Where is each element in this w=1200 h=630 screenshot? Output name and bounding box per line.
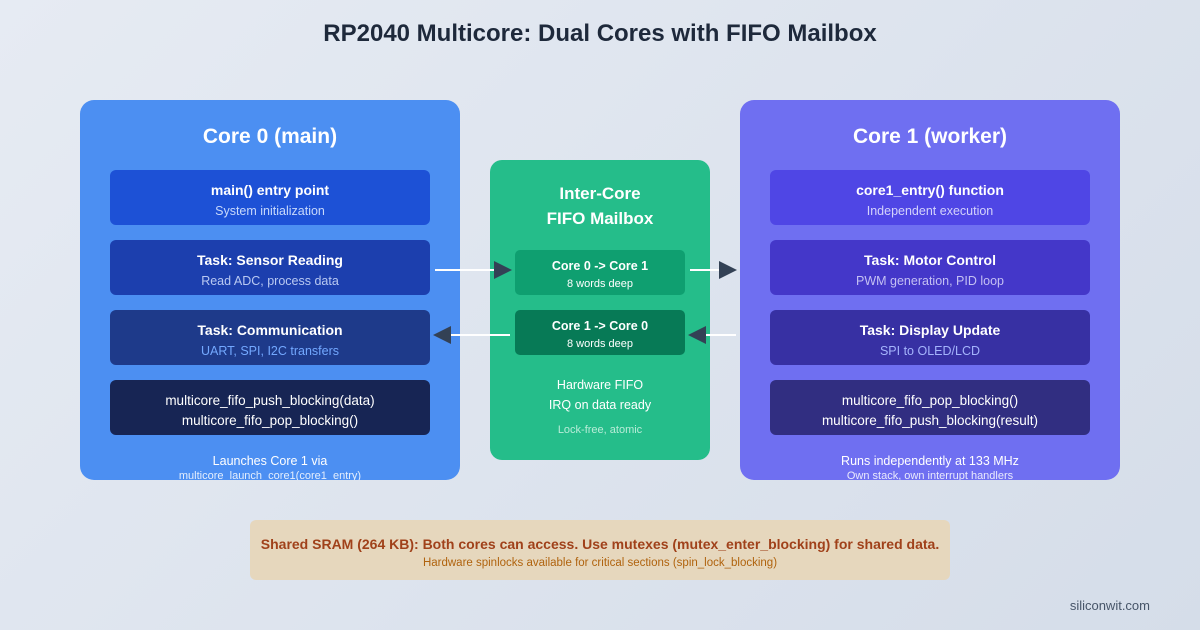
fifo-note: Hardware FIFO xyxy=(556,378,644,392)
fifo-title-line: FIFO Mailbox xyxy=(546,209,654,228)
code-line: multicore_fifo_push_blocking(data) xyxy=(165,393,375,408)
card-title: core1_entry() function xyxy=(856,182,1004,198)
core0-panel: Core 0 (main) main() entry point System … xyxy=(80,100,460,480)
core1-display-task-card: Task: Display Update SPI to OLED/LCD xyxy=(770,310,1090,365)
fifo-queue-core1-to-core0: Core 1 -> Core 0 8 words deep xyxy=(515,310,685,355)
shared-sram-banner: Shared SRAM (264 KB): Both cores can acc… xyxy=(250,520,950,580)
core1-panel: Core 1 (worker) core1_entry() function I… xyxy=(740,100,1120,480)
card-title: Task: Display Update xyxy=(859,322,1001,338)
shared-sram-subtitle: Hardware spinlocks available for critica… xyxy=(422,557,778,569)
core0-main-entry-card: main() entry point System initialization xyxy=(110,170,430,225)
queue-title: Core 1 -> Core 0 xyxy=(551,319,649,333)
core1-title: Core 1 (worker) xyxy=(852,125,1008,148)
core0-fifo-code-card: multicore_fifo_push_blocking(data) multi… xyxy=(110,380,430,435)
arrow-core0-to-fifo xyxy=(435,261,512,279)
core1-motor-task-card: Task: Motor Control PWM generation, PID … xyxy=(770,240,1090,295)
core0-title: Core 0 (main) xyxy=(202,125,338,148)
card-title: Task: Communication xyxy=(197,322,343,338)
page-title: RP2040 Multicore: Dual Cores with FIFO M… xyxy=(323,20,877,47)
fifo-title-line: Inter-Core xyxy=(559,184,641,203)
fifo-note: Lock-free, atomic xyxy=(557,424,643,436)
fifo-note: IRQ on data ready xyxy=(548,398,652,412)
arrow-fifo-to-core1 xyxy=(690,261,737,279)
card-subtitle: PWM generation, PID loop xyxy=(856,274,1004,288)
core1-footnote: Runs independently at 133 MHz xyxy=(841,454,1019,468)
code-line: multicore_fifo_pop_blocking() xyxy=(181,413,359,428)
card-subtitle: Independent execution xyxy=(866,204,994,218)
card-subtitle: System initialization xyxy=(215,204,325,218)
queue-title: Core 0 -> Core 1 xyxy=(551,259,649,273)
card-subtitle: UART, SPI, I2C transfers xyxy=(200,344,339,358)
card-title: Task: Sensor Reading xyxy=(196,252,343,268)
queue-depth: 8 words deep xyxy=(566,278,634,290)
code-line: multicore_fifo_pop_blocking() xyxy=(841,393,1019,408)
fifo-mailbox-panel: Inter-Core FIFO Mailbox Core 0 -> Core 1… xyxy=(490,160,710,460)
core0-footnote: Launches Core 1 via xyxy=(212,454,328,468)
core0-sensor-task-card: Task: Sensor Reading Read ADC, process d… xyxy=(110,240,430,295)
core1-fifo-code-card: multicore_fifo_pop_blocking() multicore_… xyxy=(770,380,1090,435)
core0-communication-task-card: Task: Communication UART, SPI, I2C trans… xyxy=(110,310,430,365)
fifo-queue-core0-to-core1: Core 0 -> Core 1 8 words deep xyxy=(515,250,685,295)
card-subtitle: SPI to OLED/LCD xyxy=(879,344,981,358)
card-title: main() entry point xyxy=(210,182,330,198)
core1-footnote-sub: Own stack, own interrupt handlers xyxy=(846,470,1014,480)
code-line: multicore_fifo_push_blocking(result) xyxy=(821,413,1039,428)
brand-watermark: siliconwit.com xyxy=(1069,598,1150,613)
card-subtitle: Read ADC, process data xyxy=(201,274,339,288)
arrow-core1-to-fifo xyxy=(688,326,736,344)
core1-entry-card: core1_entry() function Independent execu… xyxy=(770,170,1090,225)
card-title: Task: Motor Control xyxy=(864,252,996,268)
shared-sram-title: Shared SRAM (264 KB): Both cores can acc… xyxy=(260,536,940,552)
arrow-fifo-to-core0 xyxy=(433,326,510,344)
core0-footnote-code: multicore_launch_core1(core1_entry) xyxy=(178,470,362,480)
queue-depth: 8 words deep xyxy=(566,338,634,350)
